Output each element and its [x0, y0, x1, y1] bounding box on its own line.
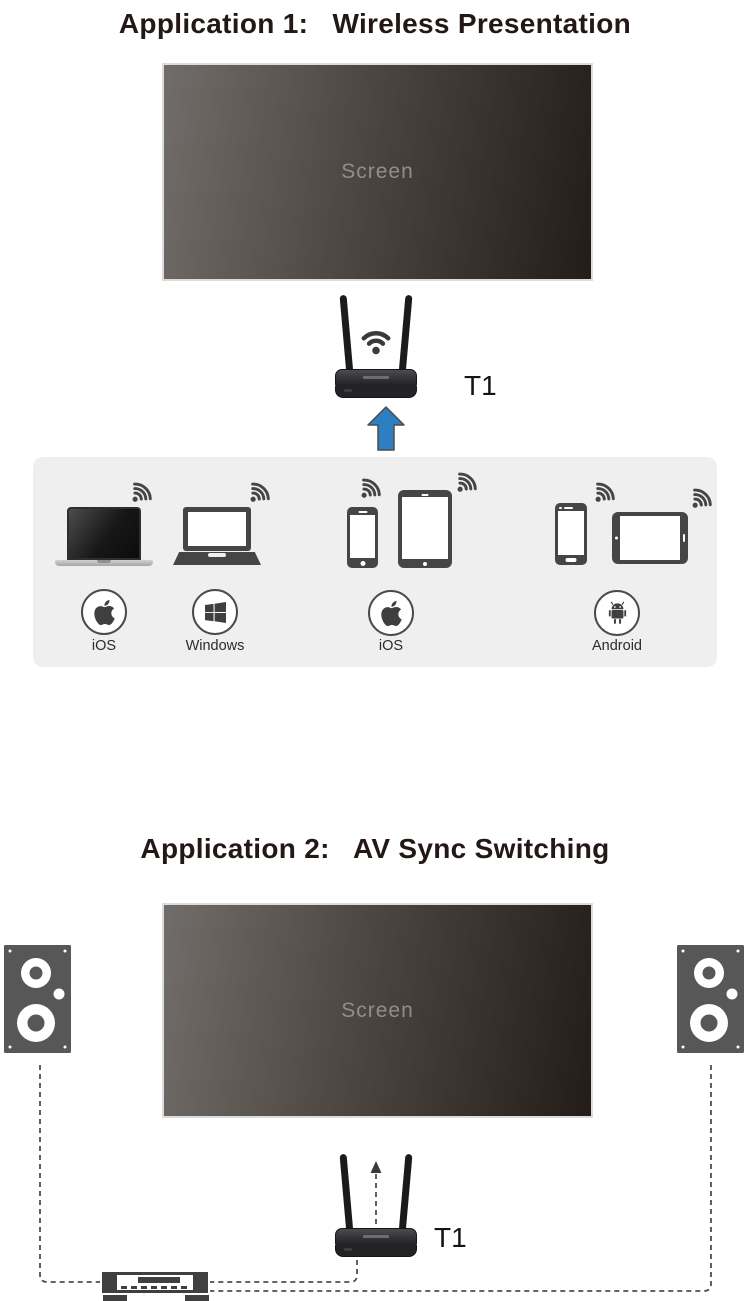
source-devices-panel	[33, 457, 717, 667]
apple-logo-icon	[81, 589, 127, 635]
windows-logo-icon	[192, 589, 238, 635]
t1-receiver-1	[316, 294, 436, 401]
t1-label: T1	[464, 370, 497, 401]
tablet-camera	[614, 536, 618, 540]
app1-title: Application 1: Wireless Presentation	[118, 8, 632, 39]
phone-camera	[559, 506, 562, 509]
antenna-icon	[339, 294, 354, 376]
apple-logo-icon	[368, 590, 414, 636]
brand-logo	[363, 376, 389, 379]
antenna-icon	[339, 1153, 354, 1235]
screen-label: Screen	[341, 998, 414, 1022]
iphone-icon	[347, 507, 378, 568]
antenna-icon	[398, 294, 413, 376]
macbook-icon	[55, 507, 153, 567]
wifi-icon	[123, 476, 158, 511]
platform-label: Android	[592, 638, 642, 654]
platform-label: iOS	[91, 638, 117, 654]
receiver-front	[335, 1244, 417, 1257]
av-receiver-foot	[185, 1295, 209, 1301]
wifi-icon	[683, 482, 718, 517]
up-arrow-icon	[367, 406, 405, 451]
wifi-icon	[352, 472, 387, 507]
app2-title: Application 2: AV Sync Switching	[140, 833, 610, 864]
av-receiver-buttons	[121, 1285, 189, 1289]
laptop-screen	[183, 507, 251, 551]
receiver-front	[335, 385, 417, 398]
receiver-box	[335, 369, 417, 398]
antenna-icon	[398, 1153, 413, 1235]
receiver-top	[335, 1228, 417, 1245]
wifi-icon	[358, 325, 394, 355]
receiver-cable	[210, 1260, 358, 1283]
av-receiver-panel	[117, 1275, 193, 1290]
screen-label: Screen	[341, 160, 414, 183]
receiver-top	[335, 369, 417, 386]
av-receiver-body	[102, 1272, 208, 1293]
platform-label: iOS	[378, 638, 404, 654]
wifi-icon	[448, 466, 483, 501]
av-receiver-display	[138, 1277, 180, 1283]
brand-logo	[363, 1235, 389, 1238]
android-logo-icon	[594, 590, 640, 636]
ipad-icon	[398, 490, 452, 568]
projection-screen-1: Screen	[162, 63, 593, 281]
projection-screen-2: Screen	[162, 903, 593, 1118]
t1-receiver-2	[316, 1153, 436, 1260]
tablet-camera	[421, 493, 429, 496]
av-receiver-foot	[103, 1295, 127, 1301]
platform-label: Windows	[185, 638, 245, 654]
android-tablet-icon	[612, 512, 688, 564]
tablet-button	[683, 534, 685, 542]
av-receiver-icon	[102, 1272, 209, 1301]
right-speaker-icon	[677, 945, 744, 1053]
left-speaker-icon	[4, 945, 71, 1053]
wifi-icon	[586, 476, 621, 511]
wifi-icon	[241, 476, 276, 511]
receiver-box	[335, 1228, 417, 1257]
t1-label: T1	[434, 1222, 467, 1253]
macbook-screen	[67, 507, 141, 560]
macbook-base	[55, 560, 153, 566]
windows-laptop-icon	[173, 507, 261, 567]
phone-speaker	[564, 507, 573, 509]
left-speaker-cable	[39, 1065, 100, 1283]
android-phone-icon	[555, 503, 587, 565]
laptop-base	[173, 552, 261, 565]
phone-speaker	[358, 510, 367, 513]
